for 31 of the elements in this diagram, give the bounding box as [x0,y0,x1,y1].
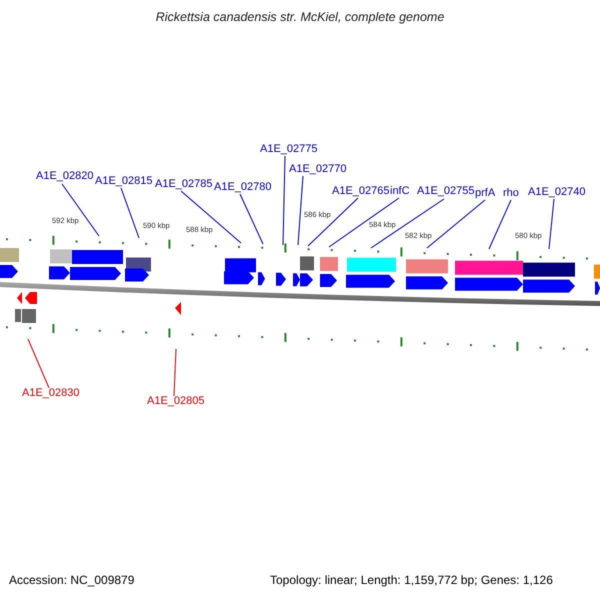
gene-label: A1E_02755 [417,185,474,198]
leader-line [62,184,100,236]
footer-text: Accession: NC_009879 [9,574,134,588]
gene-label: A1E_02775 [260,143,318,156]
footer-text: Topology: linear; Length: 1,159,772 bp; Genes: 1,126 [270,574,553,588]
leader-line [28,338,50,388]
gene-label: A1E_02815 [95,175,152,188]
gene-label: infC [390,185,410,198]
leader-line [308,198,358,246]
leader-line [180,190,242,244]
leader-line [120,188,140,238]
leader-line [174,348,176,396]
leader-line [282,156,286,246]
gene-label: A1E_02765 [332,185,390,198]
gene-label: A1E_02780 [214,181,272,194]
diagram-title: Rickettsia canadensis str. McKiel, complete genome [154,10,446,24]
leader-line [488,200,512,250]
gene-label: A1E_02740 [528,186,586,199]
leader-line [426,200,486,248]
gene-label: A1E_02785 [155,178,212,191]
leader-line [240,194,264,244]
leader-line [298,176,304,246]
gene-label: A1E_02805 [147,395,204,408]
leader-line [548,198,554,250]
leader-line [370,198,444,248]
gene-label: prfA [475,187,496,200]
gene-label: A1E_02820 [36,170,94,183]
leader-line [328,198,400,248]
gene-label: rho [503,187,519,200]
gene-label: A1E_02770 [289,163,346,176]
gene-label: A1E_02830 [22,387,80,400]
